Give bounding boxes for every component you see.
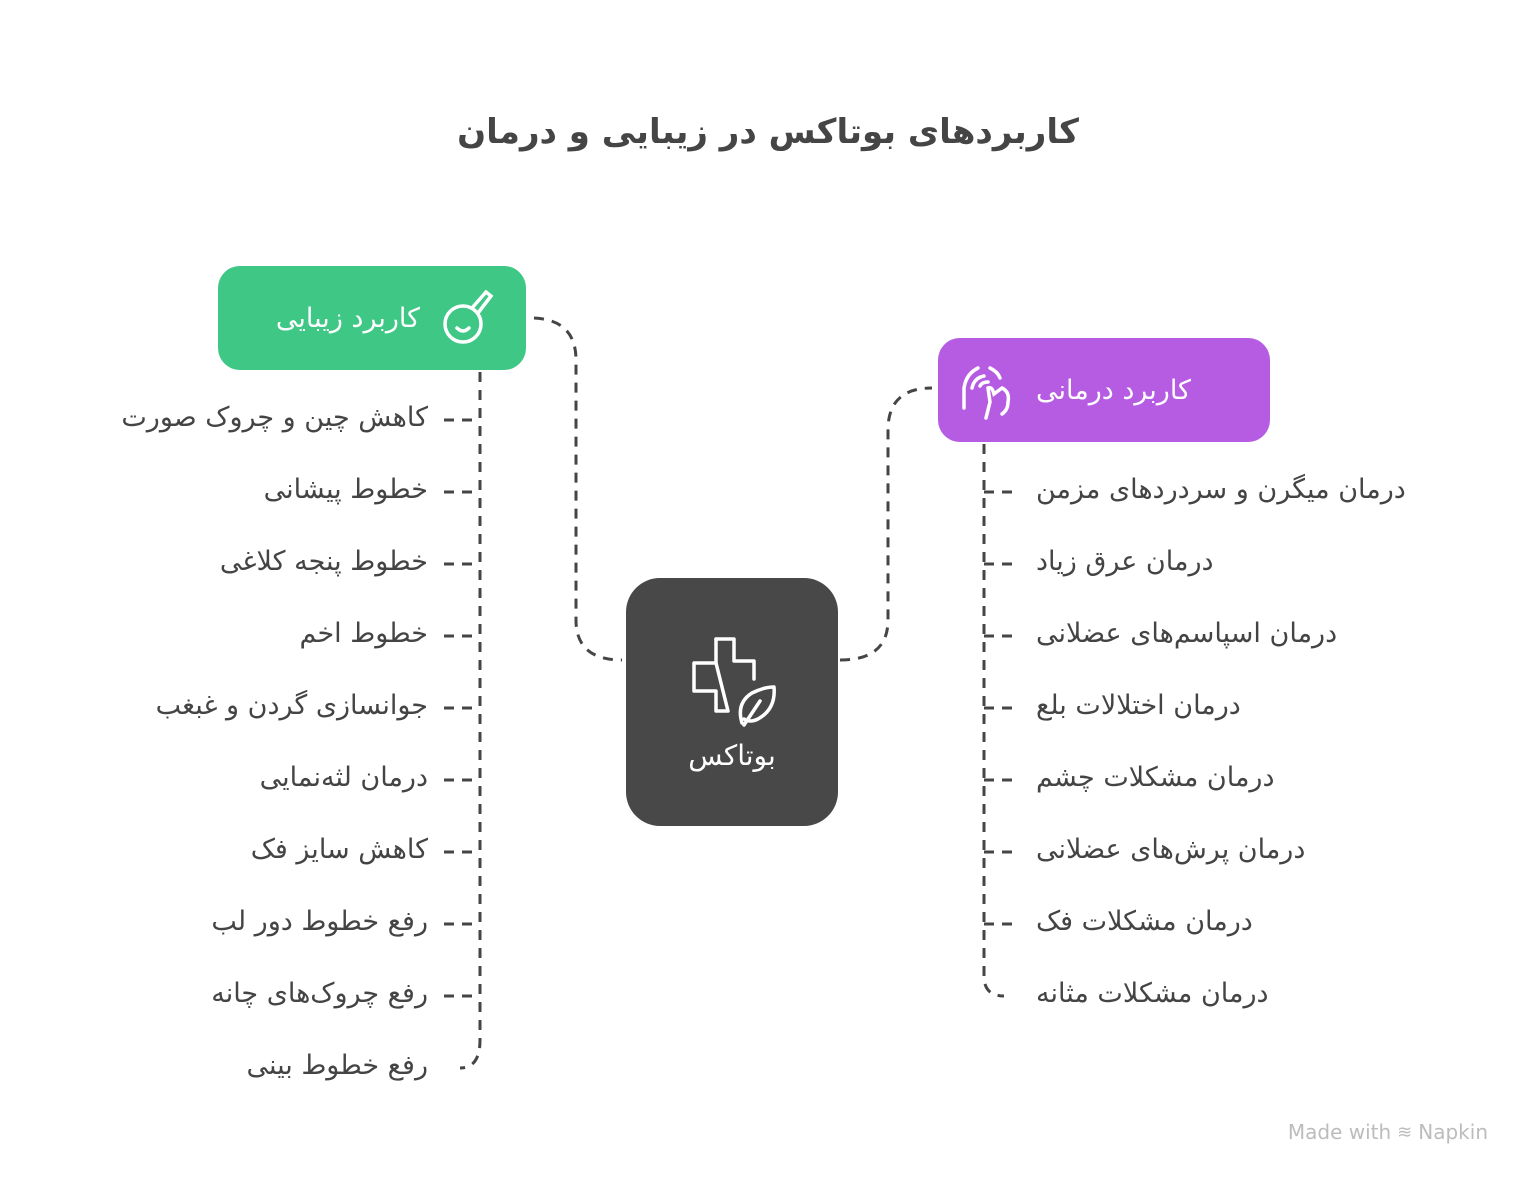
connector-center-beauty xyxy=(533,316,623,662)
medical-item: درمان عرق زیاد xyxy=(1036,546,1214,577)
napkin-logo-icon: ≋ xyxy=(1397,1121,1413,1143)
medical-node-label: کاربرد درمانی xyxy=(1036,374,1191,406)
medical-item: درمان مشکلات مثانه xyxy=(1036,978,1269,1009)
beauty-item: رفع خطوط بینی xyxy=(246,1050,428,1081)
diagram-title: کاربردهای بوتاکس در زیبایی و درمان xyxy=(457,112,1079,152)
connector-center-medical xyxy=(839,386,933,662)
beauty-item: خطوط پیشانی xyxy=(263,474,428,505)
syringe-bulb-face-icon xyxy=(443,289,494,344)
medical-item: درمان مشکلات چشم xyxy=(1036,762,1275,793)
medical-item: درمان اختلالات بلع xyxy=(1036,690,1241,721)
medical-node[interactable]: کاربرد درمانی xyxy=(938,338,1270,442)
watermark: Made with ≋ Napkin xyxy=(1288,1120,1488,1144)
beauty-item: جوانسازی گردن و غبغب xyxy=(155,690,428,721)
center-node[interactable]: بوتاکس xyxy=(626,578,838,826)
medical-trunk xyxy=(982,444,1005,998)
beauty-item: کاهش سایز فک xyxy=(250,834,428,865)
beauty-item: خطوط پنجه کلاغی xyxy=(219,546,428,577)
medical-item: درمان اسپاسم‌های عضلانی xyxy=(1036,618,1338,649)
watermark-brand: Napkin xyxy=(1418,1120,1488,1144)
watermark-prefix: Made with xyxy=(1287,1120,1392,1144)
beauty-item: کاهش چین و چروک صورت xyxy=(121,402,428,433)
medical-item: درمان پرش‌های عضلانی xyxy=(1036,834,1306,865)
center-node-label: بوتاکس xyxy=(688,738,776,772)
beauty-node[interactable]: کاربرد زیبایی xyxy=(218,266,526,370)
beauty-item: درمان لثه‌نمایی xyxy=(259,762,428,793)
beauty-trunk xyxy=(459,372,482,1070)
beauty-item: رفع چروک‌های چانه xyxy=(211,978,428,1009)
beauty-node-label: کاربرد زیبایی xyxy=(275,302,420,334)
head-pain-hand-icon xyxy=(962,366,1011,420)
beauty-item: خطوط اخم xyxy=(299,618,428,649)
medical-item: درمان میگرن و سردردهای مزمن xyxy=(1036,474,1406,505)
beauty-item: رفع خطوط دور لب xyxy=(211,906,428,937)
medical-item: درمان مشکلات فک xyxy=(1036,906,1253,937)
medical-cross-leaf-icon xyxy=(692,636,776,727)
